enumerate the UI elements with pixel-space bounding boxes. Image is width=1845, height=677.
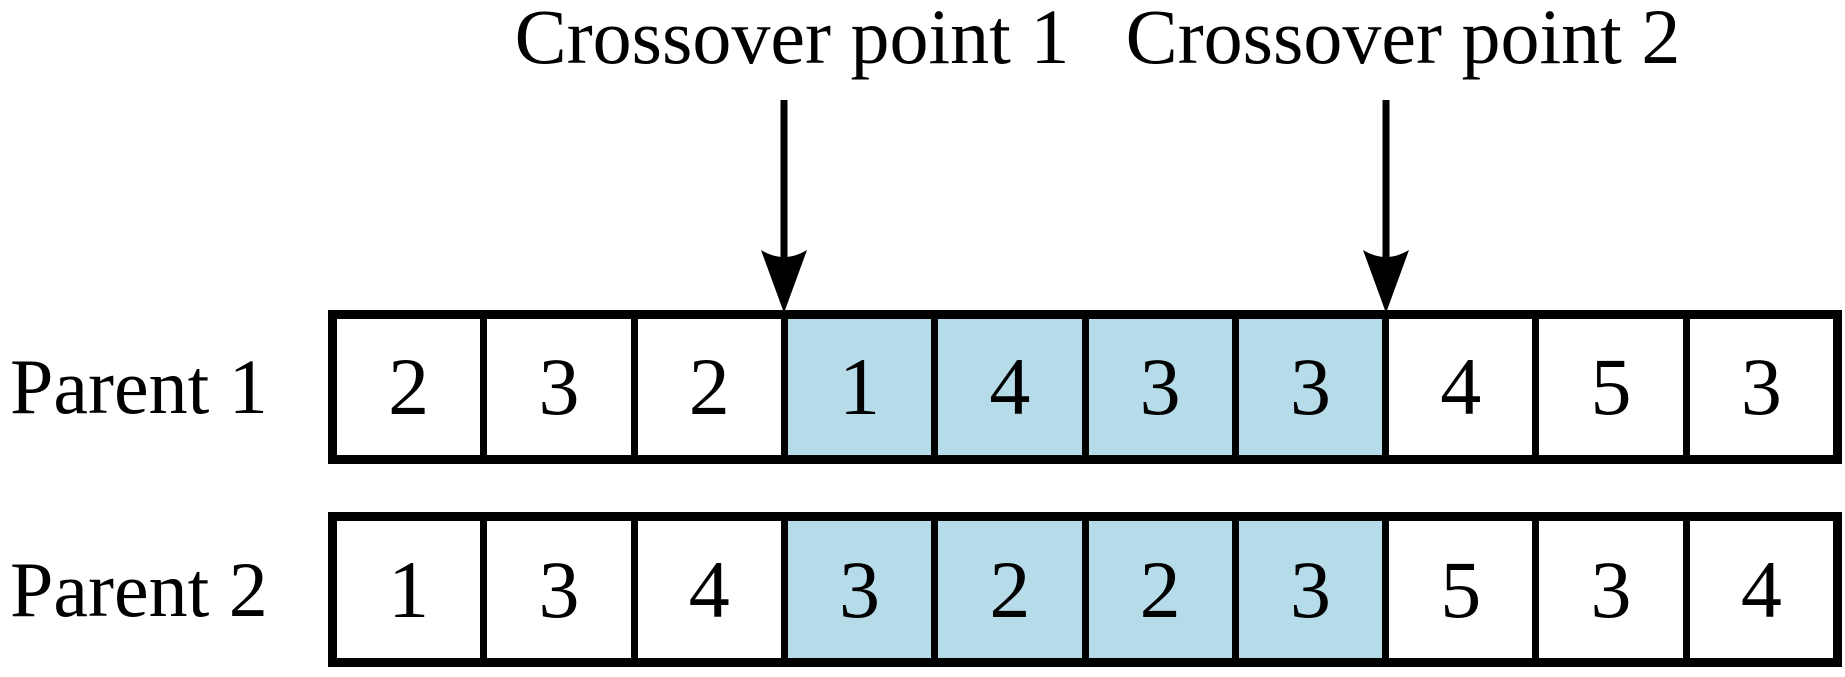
crossover-point-2-label: Crossover point 2 (1125, 0, 1681, 80)
gene-cell: 3 (487, 521, 631, 658)
gene-cell: 1 (337, 521, 481, 658)
down-arrow-icon (761, 100, 807, 313)
gene-cell: 3 (1238, 319, 1383, 455)
gene-cell: 3 (487, 319, 631, 455)
gene-cell: 2 (337, 319, 481, 455)
gene-cell: 5 (1389, 521, 1533, 658)
gene-cell: 2 (637, 319, 781, 455)
gene-cell: 4 (1689, 521, 1833, 658)
gene-cell: 2 (1088, 521, 1232, 658)
down-arrow-icon (1363, 100, 1409, 313)
crossover-point-1-label: Crossover point 1 (514, 0, 1070, 80)
gene-cell: 4 (1389, 319, 1533, 455)
gene-cell: 3 (1238, 521, 1383, 658)
gene-cell: 4 (637, 521, 781, 658)
gene-cell: 3 (1539, 521, 1683, 658)
gene-cell: 3 (787, 521, 932, 658)
gene-cell: 1 (787, 319, 932, 455)
gene-cell: 2 (938, 521, 1082, 658)
gene-cell: 5 (1539, 319, 1683, 455)
parent-2-label: Parent 2 (10, 545, 268, 633)
parent-1-label: Parent 1 (10, 343, 268, 430)
gene-cell: 3 (1088, 319, 1232, 455)
gene-cell: 4 (938, 319, 1082, 455)
gene-cell: 3 (1689, 319, 1833, 455)
